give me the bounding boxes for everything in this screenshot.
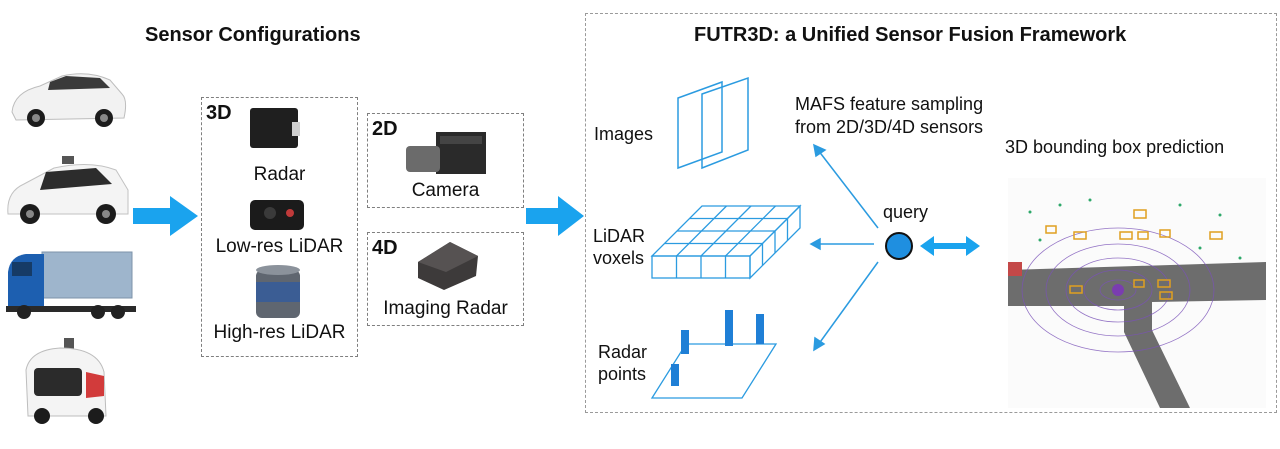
query-label: query — [883, 202, 929, 222]
framework-panel — [585, 13, 1277, 413]
nuro-delivery-vehicle-image — [25, 338, 107, 424]
mafs-label-line2: from 2D/3D/4D sensors — [795, 117, 984, 137]
image-planes-graphic — [677, 76, 749, 170]
high-res-lidar-image — [256, 265, 300, 318]
images-label: Images — [594, 124, 654, 144]
low-res-lidar-label: Low-res LiDAR — [215, 236, 344, 257]
low-res-lidar-image — [250, 200, 304, 230]
camera-device-image — [406, 132, 486, 174]
framework-title: FUTR3D: a Unified Sensor Fusion Framewor… — [694, 24, 1127, 46]
lidar-label-line1: LiDAR — [593, 226, 646, 246]
imaging-radar-label: Imaging Radar — [383, 298, 508, 319]
mafs-label-line1: MAFS feature sampling — [795, 94, 984, 114]
arrow-sensors-to-framework — [526, 196, 584, 236]
tesla-car-image — [11, 73, 127, 127]
imaging-radar-device-image — [418, 242, 478, 290]
arrow-vehicles-to-sensors — [133, 196, 198, 236]
radar-points-label-line1: Radar — [598, 342, 648, 362]
box-2d-tag: 2D — [372, 118, 398, 140]
lidar-voxel-grid-graphic — [650, 204, 802, 280]
radar-points-label-line2: points — [598, 364, 647, 384]
sampling-arrows — [809, 143, 879, 352]
query-prediction-double-arrow — [920, 236, 980, 256]
bev-prediction-image — [1008, 178, 1266, 408]
sensor-box-2d: 2D — [367, 113, 524, 208]
waymo-van-image — [7, 156, 129, 224]
prediction-label: 3D bounding box prediction — [1005, 137, 1225, 157]
radar-points-graphic — [650, 310, 778, 399]
high-res-lidar-label: High-res LiDAR — [213, 322, 346, 343]
radar-device-image — [250, 108, 300, 148]
box-4d-tag: 4D — [372, 237, 398, 259]
camera-label: Camera — [411, 180, 480, 201]
truck-image — [6, 251, 136, 319]
lidar-label-line2: voxels — [593, 248, 645, 268]
sensor-configurations-title: Sensor Configurations — [145, 24, 361, 46]
query-node — [885, 232, 913, 260]
box-3d-tag: 3D — [206, 102, 232, 124]
sensor-box-3d: 3D — [201, 97, 358, 357]
sensor-box-4d: 4D — [367, 232, 524, 326]
radar-label: Radar — [253, 164, 306, 185]
